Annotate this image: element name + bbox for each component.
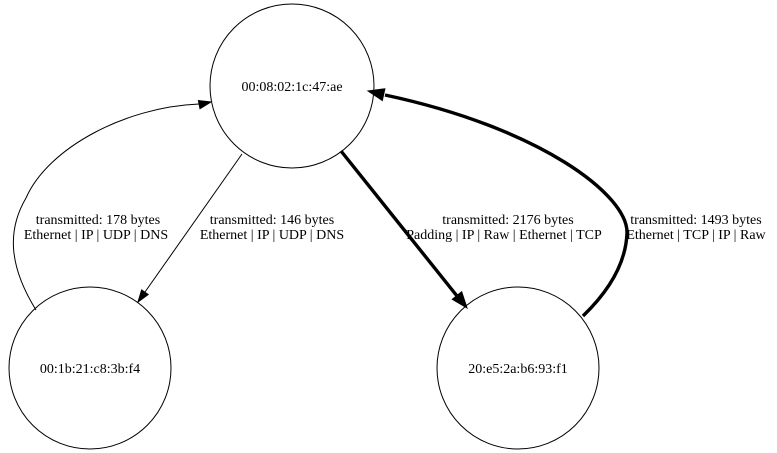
edge-label-2176: transmitted: 2176 bytes Padding | IP | R… bbox=[406, 213, 602, 243]
arrowhead-icon bbox=[451, 290, 468, 310]
node-label: 20:e5:2a:b6:93:f1 bbox=[468, 362, 568, 377]
node-circle bbox=[8, 286, 172, 450]
edge-label-1493: transmitted: 1493 bytes Ethernet | TCP |… bbox=[626, 213, 766, 243]
edge-label-protocols: Ethernet | IP | UDP | DNS bbox=[200, 228, 344, 243]
node-bottom-left: 00:1b:21:c8:3b:f4 bbox=[8, 286, 172, 450]
edge-label-protocols: Ethernet | IP | UDP | DNS bbox=[24, 228, 168, 243]
edge-label-bytes: transmitted: 178 bytes bbox=[36, 213, 160, 228]
edge-label-bytes: transmitted: 1493 bytes bbox=[630, 213, 761, 228]
edge-line bbox=[144, 153, 243, 293]
node-circle bbox=[436, 286, 600, 450]
edge-bottomright-to-top bbox=[366, 88, 629, 318]
edge-line bbox=[384, 93, 629, 318]
node-label: 00:1b:21:c8:3b:f4 bbox=[40, 362, 140, 377]
edge-label-bytes: transmitted: 146 bytes bbox=[210, 213, 334, 228]
edge-bottomleft-to-top bbox=[12, 100, 213, 311]
edge-label-protocols: Padding | IP | Raw | Ethernet | TCP bbox=[406, 228, 602, 243]
arrowhead-icon bbox=[137, 289, 150, 304]
node-bottom-right: 20:e5:2a:b6:93:f1 bbox=[436, 286, 600, 450]
edge-top-to-bottomleft bbox=[137, 153, 243, 304]
edge-line bbox=[339, 149, 459, 298]
arrowhead-icon bbox=[197, 100, 213, 110]
edge-line bbox=[12, 103, 200, 311]
edge-label-bytes: transmitted: 2176 bytes bbox=[442, 213, 573, 228]
edge-label-protocols: Ethernet | TCP | IP | Raw bbox=[626, 228, 766, 243]
edge-label-146: transmitted: 146 bytes Ethernet | IP | U… bbox=[200, 213, 344, 243]
arrowhead-icon bbox=[366, 88, 386, 102]
node-circle bbox=[209, 3, 375, 169]
node-label: 00:08:02:1c:47:ae bbox=[241, 80, 342, 95]
node-top: 00:08:02:1c:47:ae bbox=[209, 3, 375, 169]
edge-label-178: transmitted: 178 bytes Ethernet | IP | U… bbox=[24, 213, 168, 243]
edge-top-to-bottomright bbox=[339, 149, 468, 310]
